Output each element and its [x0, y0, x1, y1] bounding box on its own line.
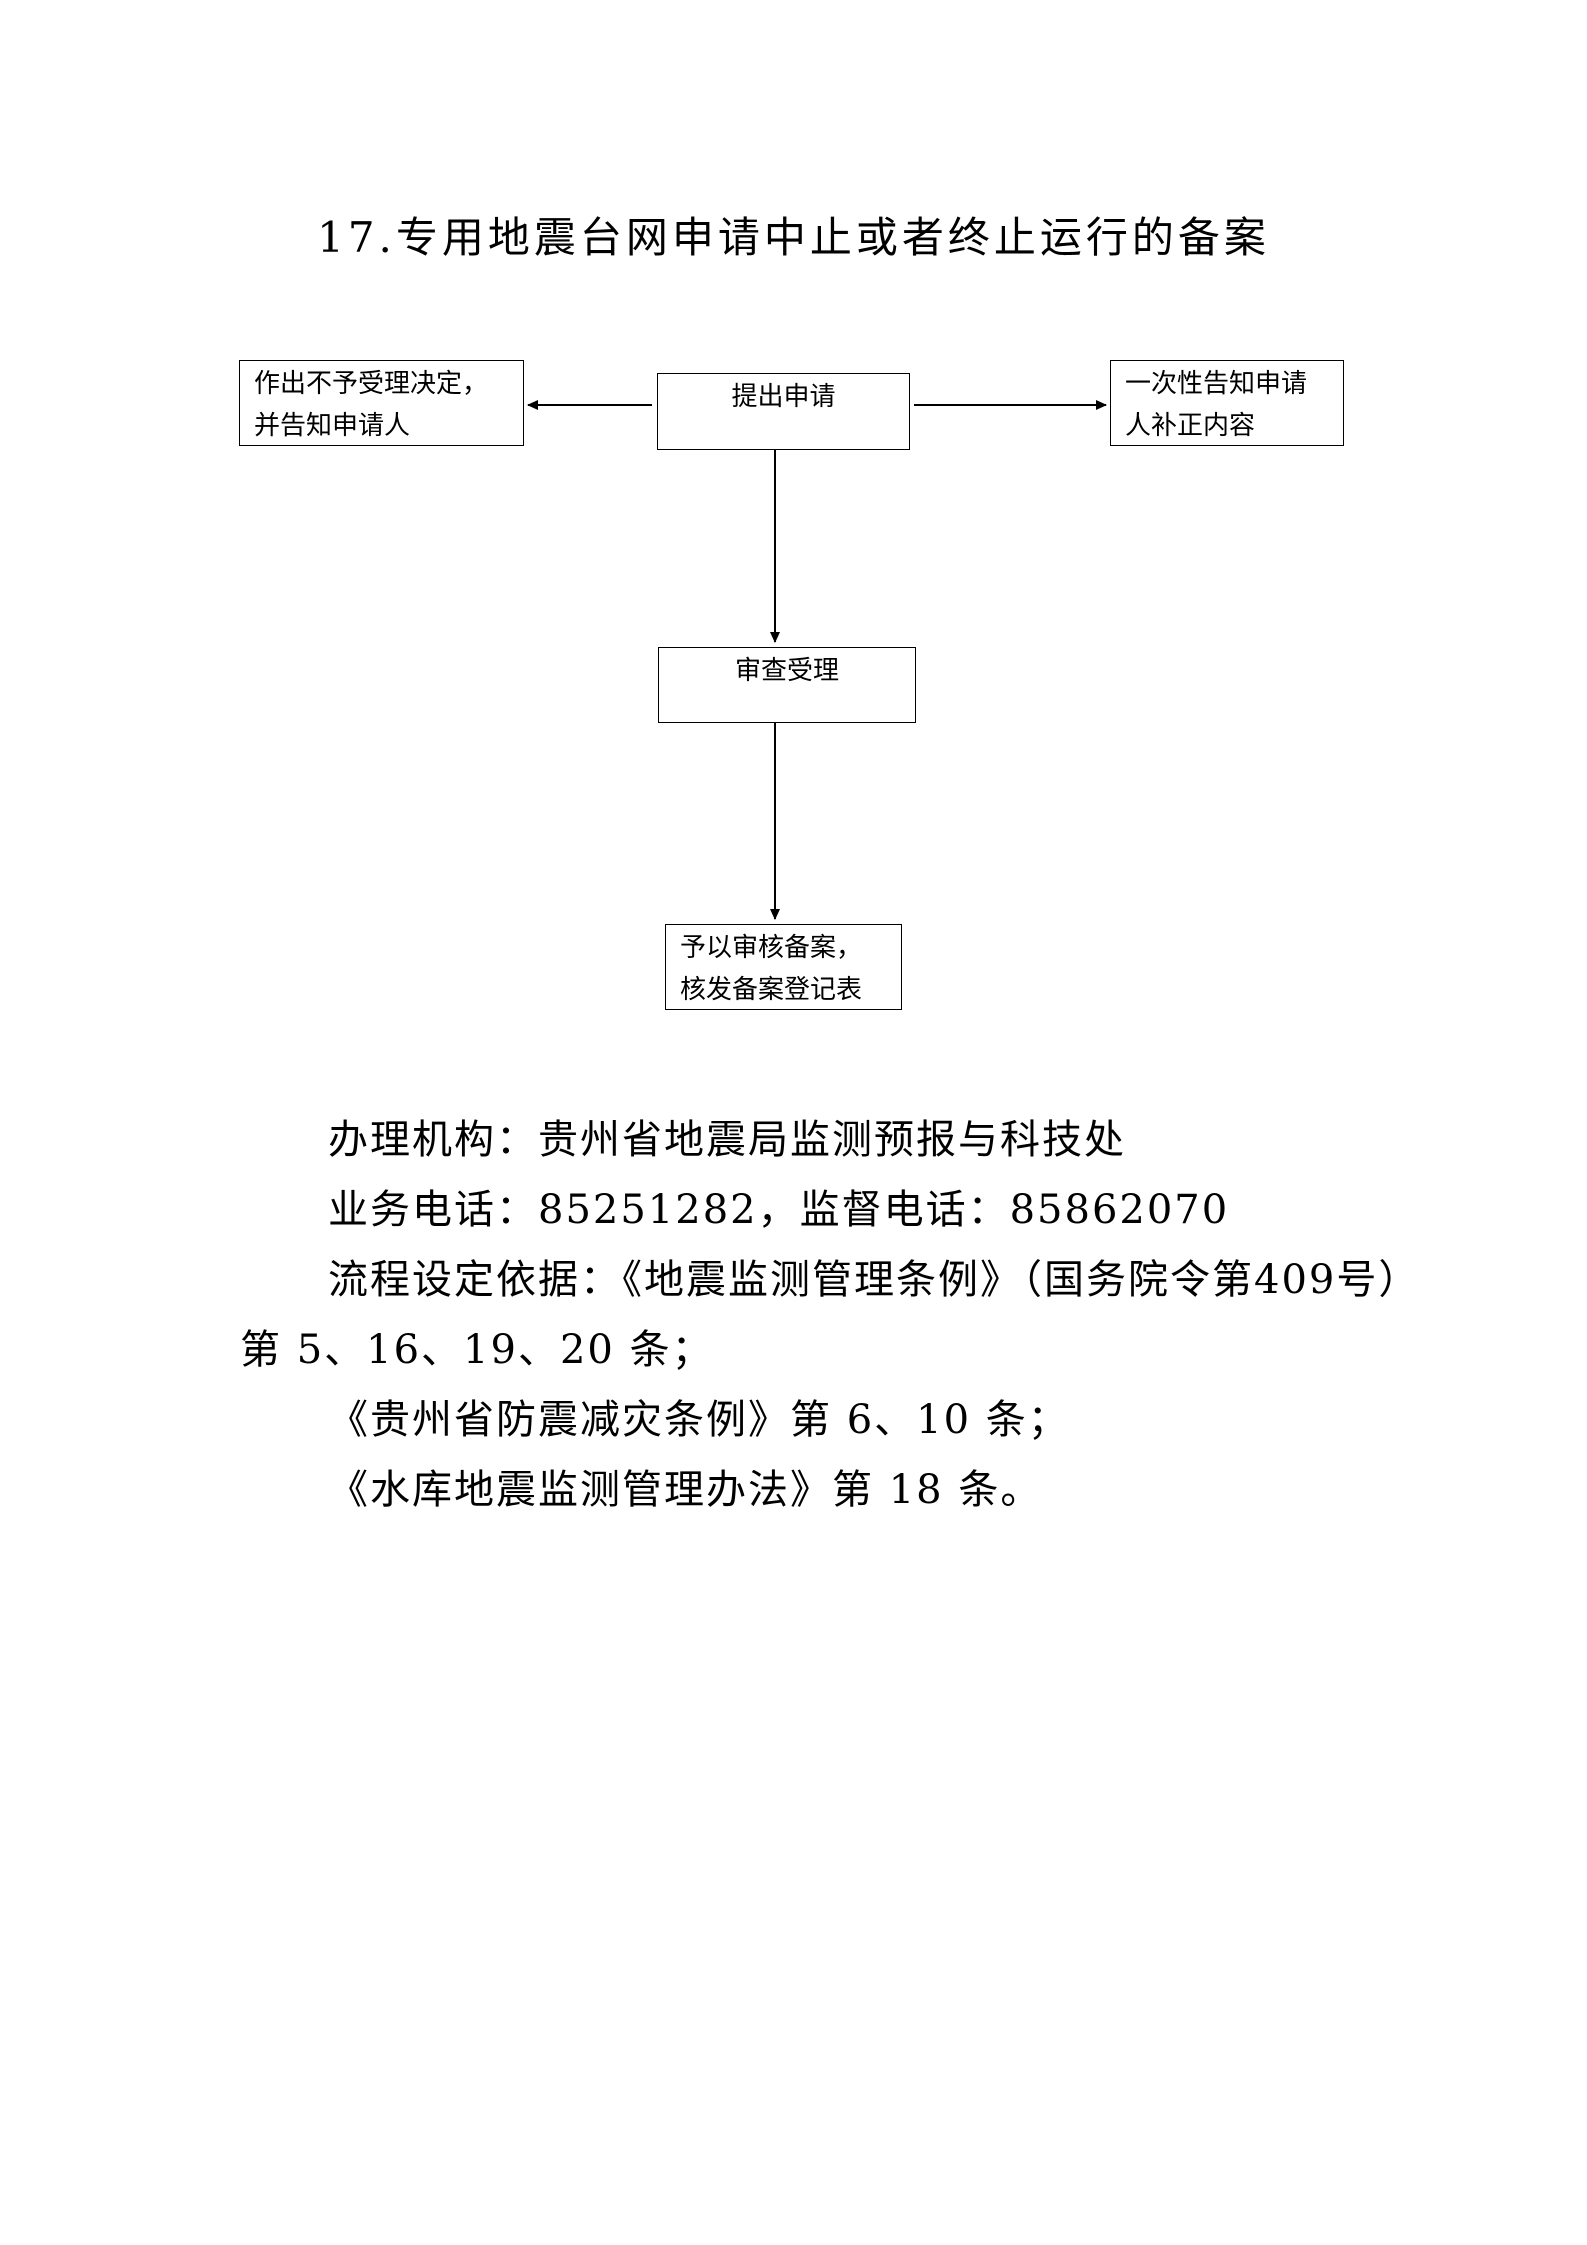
review-text: 审查受理	[734, 656, 839, 686]
info-office: 办理机构：贵州省地震局监测预报与科技处	[328, 1117, 1126, 1163]
info-basis-line-2: 第 5、16、19、20 条；	[240, 1327, 714, 1373]
flow-box-apply: 提出申请	[657, 373, 910, 450]
record-text-line-1: 予以审核备案，	[680, 933, 863, 963]
info-block: 办理机构：贵州省地震局监测预报与科技处 业务电话：85251282，监督电话：8…	[240, 1105, 1421, 1525]
flow-box-reject: 作出不予受理决定， 并告知申请人	[239, 360, 524, 446]
flow-box-review: 审查受理	[658, 647, 916, 723]
flowchart-connectors	[527, 400, 1107, 920]
info-basis-line-1: 流程设定依据：《地震监测管理条例》（国务院令第409号）	[328, 1257, 1421, 1303]
info-basis-line-4: 《水库地震监测管理办法》第 18 条。	[328, 1467, 1043, 1513]
flow-box-notify: 一次性告知申请 人补正内容	[1110, 360, 1344, 446]
reject-text-line-2: 并告知申请人	[254, 411, 411, 441]
reject-text-line-1: 作出不予受理决定，	[254, 369, 489, 399]
page-title: 17.专用地震台网申请中止或者终止运行的备案	[317, 213, 1270, 262]
notify-text-line-1: 一次性告知申请	[1125, 369, 1308, 399]
flow-box-record: 予以审核备案， 核发备案登记表	[665, 924, 902, 1010]
record-text-line-2: 核发备案登记表	[680, 975, 863, 1005]
apply-text: 提出申请	[731, 382, 836, 412]
info-phones: 业务电话：85251282，监督电话：85862070	[328, 1187, 1230, 1233]
info-basis-line-3: 《贵州省防震减灾条例》第 6、10 条；	[328, 1397, 1070, 1443]
notify-text-line-2: 人补正内容	[1125, 411, 1256, 441]
